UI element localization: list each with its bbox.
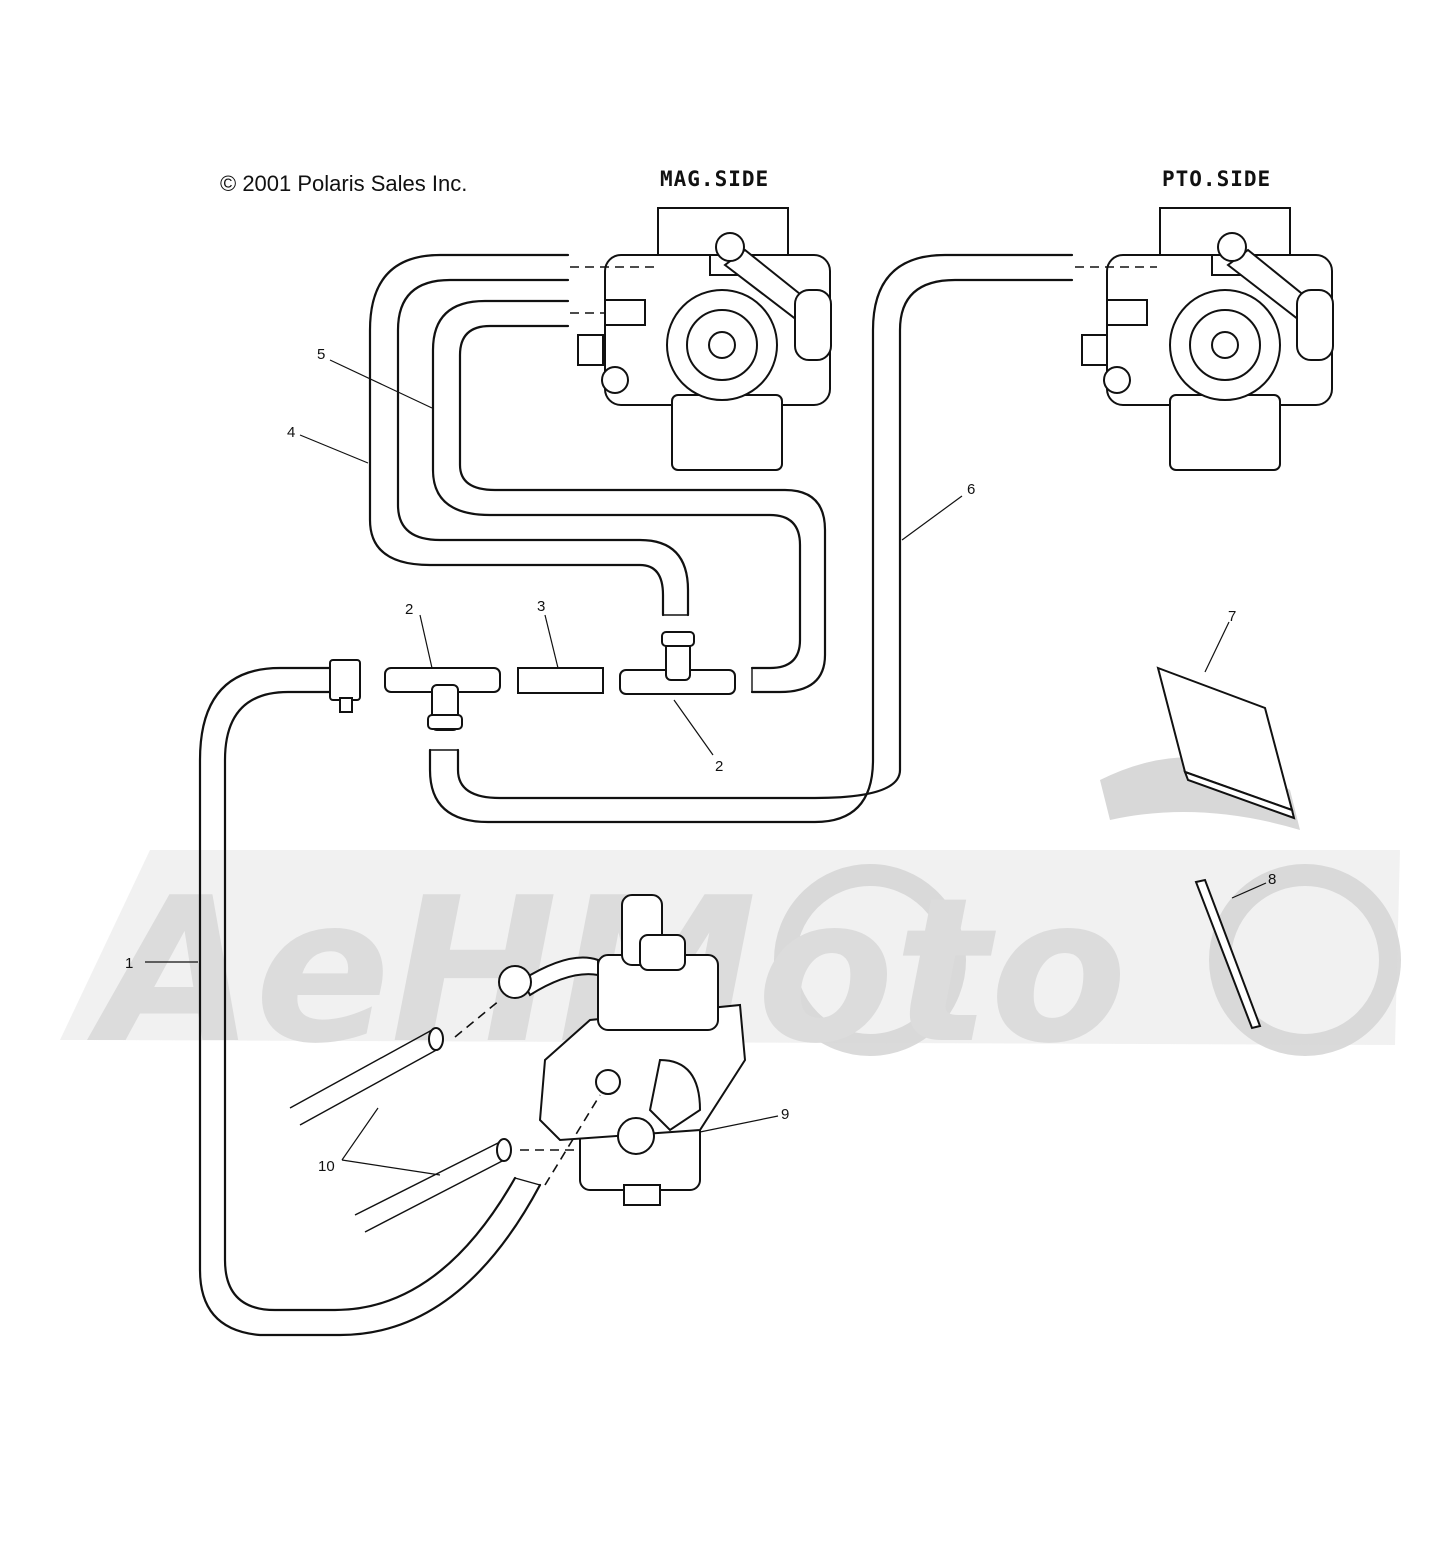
hose-clamp <box>329 659 361 713</box>
callout-4: 4 <box>287 424 295 441</box>
callout-3: 3 <box>537 598 545 615</box>
tee-fitting-right <box>619 631 736 695</box>
callout-1: 1 <box>125 955 133 972</box>
hose-4 <box>368 253 665 617</box>
fuel-filter-pad <box>1156 666 1296 820</box>
callout-9: 9 <box>781 1106 789 1123</box>
cable-tie <box>1194 878 1262 1030</box>
copyright-text: © 2001 Polaris Sales Inc. <box>220 171 467 196</box>
callout-7: 7 <box>1228 608 1236 625</box>
callout-6: 6 <box>967 481 975 498</box>
mag-carburetor <box>577 207 832 471</box>
callout-2-left: 2 <box>405 601 413 618</box>
pto-side-label: PTO.SIDE <box>1162 167 1271 191</box>
mag-side-label: MAG.SIDE <box>660 167 769 191</box>
hose-1 <box>198 666 542 1337</box>
hose-5 <box>431 299 802 670</box>
hose-3 <box>517 667 604 694</box>
callout-10: 10 <box>318 1158 335 1175</box>
callout-8: 8 <box>1268 871 1276 888</box>
watermark: AeHMoto <box>60 757 1401 1088</box>
hose-6 <box>428 253 1074 824</box>
pto-carburetor <box>1081 207 1334 471</box>
callout-2-right: 2 <box>715 758 723 775</box>
callout-5: 5 <box>317 346 325 363</box>
tee-fitting-left <box>384 667 501 731</box>
fuel-pump <box>498 894 747 1206</box>
fuel-line-10 <box>289 999 601 1233</box>
